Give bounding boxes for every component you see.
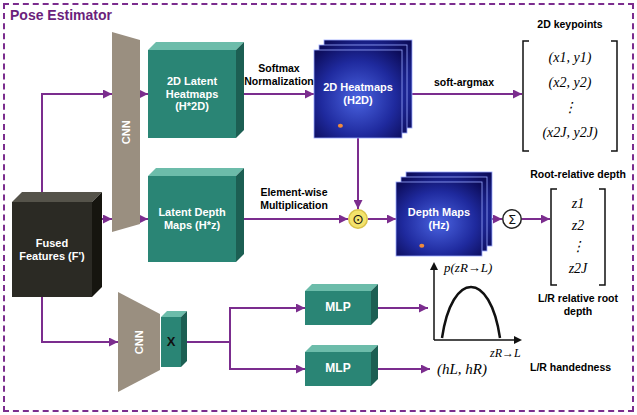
axis-label: p(zR→L) [444,260,492,276]
trap-part [112,32,140,232]
connector-arrow [42,94,112,202]
block-label: X [167,335,176,350]
chart-part [433,268,435,340]
connector-arrow [140,93,148,95]
cnn-block: CNN [112,32,140,232]
vector-entry: z2J [569,261,588,278]
chart-part [514,336,522,344]
cube-part [148,176,236,262]
output-vector: 2D keypoints(x1, y1)(x2, y2)⋮(x2J, y2J) [522,40,618,152]
trap-part [118,292,160,392]
vector-part [523,41,529,151]
sum-operator: Σ [502,209,522,229]
block-label: 2D Heatmaps (H2D) [314,81,402,106]
block-label: MLP [325,362,350,376]
connector-arrow [357,138,359,209]
output-heading: L/R relative root depth [530,292,626,317]
feature-vector-block: X [161,317,181,367]
vector-entry: z1 [572,196,584,213]
cube-part [305,284,378,291]
edge-label: soft-argmax [410,76,518,89]
block-label: Fused Features (F') [12,237,92,262]
cnn-block: CNN [118,292,160,392]
distribution-plot: p(zR→L)zR→LL/R relative root depth [428,262,522,358]
cube-part [148,50,236,138]
vector-entry: z2 [572,218,584,235]
vector-entry: ⋮ [571,239,585,256]
module-title: Pose Estimator [10,7,112,24]
connector-arrow [236,218,348,220]
circle-part [349,210,368,229]
cube-part [236,168,244,262]
vector-entry: (x2J, y2J) [542,125,597,142]
cube-part [12,192,102,202]
chart-part [434,339,516,341]
edge-label: Softmax Normalization [241,62,317,87]
block-label: CNN [133,330,146,354]
block-label: 2D Latent Heatmaps (H*2D) [148,75,236,113]
cube-part [148,168,244,176]
operator-symbol: ⊙ [352,212,364,226]
connector-arrow [522,218,550,220]
stack-part [419,244,424,248]
axis-label: zR→L [490,346,521,360]
circle-part [503,210,522,229]
cube-part [371,284,378,325]
cube-part [92,192,102,297]
cube-part [236,42,244,138]
connector-arrow [371,368,430,370]
heatmap-stack: 2D Heatmaps (H2D) [314,50,402,138]
cube-part [161,317,181,367]
vector-entry: ⋮ [563,100,577,117]
mlp-block: MLP [305,352,371,386]
stack-part [338,124,343,128]
connector-arrow [368,218,396,220]
cube-part [305,352,371,386]
output-heading: Root-relative depth [526,168,630,181]
connector-arrow [140,218,148,220]
mlp-block: MLP [305,291,371,325]
connector-arrow [371,307,428,309]
vector-part [551,189,557,285]
block-label: Depth Maps (Hz) [396,206,482,231]
output-heading: 2D keypoints [512,18,628,31]
output-vector: Root-relative depthz1z2⋮z2J [550,188,606,286]
vector-entry: (x1, y1) [549,50,592,67]
vector-entry: (x2, y2) [549,75,592,92]
stack-part [396,182,482,256]
connector-arrow [181,342,305,369]
vector-part [599,189,605,285]
cube-part [12,202,92,297]
connector-arrow [402,93,522,95]
output-value: (hL, hR) [437,360,487,378]
block-label: MLP [325,301,350,315]
connector-arrow [236,93,314,95]
latent-map-block: 2D Latent Heatmaps (H*2D) [148,50,236,138]
cube-part [305,291,371,325]
feature-block: Fused Features (F') [12,202,92,297]
block-label: CNN [120,120,133,144]
output-heading: L/R handedness [530,361,630,374]
connector-arrow [181,308,305,342]
chart-part [430,262,438,270]
cube-part [148,42,244,50]
cube-part [305,345,378,352]
chart-part [442,287,500,338]
cube-part [371,345,378,386]
stack-part [314,50,402,138]
block-label: Latent Depth Maps (H*z) [148,206,236,231]
chart-shape [428,262,522,358]
multiply-operator: ⊙ [348,209,368,229]
handedness-output: (hL, hR)L/R handedness [430,356,494,382]
latent-map-block: Latent Depth Maps (H*z) [148,176,236,262]
vector-part [611,41,617,151]
edge-label: Element-wise Multiplication [244,186,344,211]
connector-arrow [42,297,118,342]
cube-part [181,311,187,367]
depth-map-stack: Depth Maps (Hz) [396,182,482,256]
operator-symbol: Σ [508,213,516,226]
